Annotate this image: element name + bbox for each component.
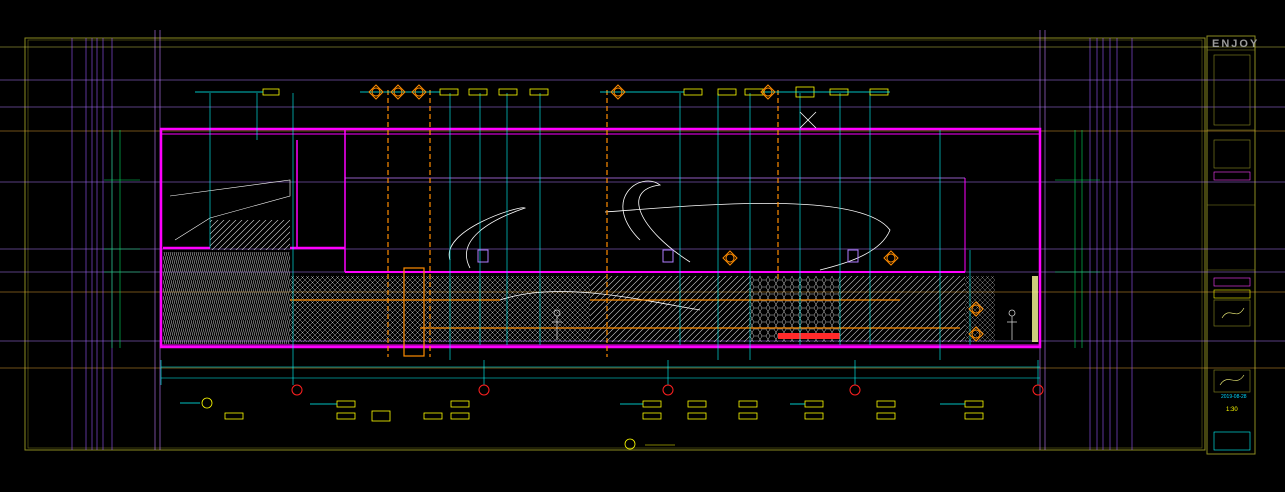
wall-lamps <box>477 249 859 263</box>
drawing-title-marker <box>624 438 675 450</box>
wall-cladding <box>163 179 1038 344</box>
title-block <box>1207 49 1255 451</box>
section-marker-icon <box>368 84 984 342</box>
title-block-scale: 1:30 <box>1226 407 1238 413</box>
vertical-guide-lines <box>71 30 1133 450</box>
side-dimensions <box>104 130 1100 348</box>
brand-logo: ENJOY <box>1212 38 1260 50</box>
title-block-date: 2019-08-28 <box>1221 394 1247 400</box>
axis-bubble-icon <box>291 384 1044 396</box>
north-arrow-icon <box>799 111 817 129</box>
bottom-dimensions <box>160 360 1040 385</box>
elevation-outline <box>159 127 1042 349</box>
red-strip-light <box>778 333 840 339</box>
leader-lines <box>209 93 971 360</box>
sheet-frame <box>24 35 1256 455</box>
feature-arcs <box>448 180 891 311</box>
top-annotation-tags <box>195 86 890 98</box>
person-figure-icon <box>552 309 1017 340</box>
bottom-annotation-tags <box>180 397 984 422</box>
